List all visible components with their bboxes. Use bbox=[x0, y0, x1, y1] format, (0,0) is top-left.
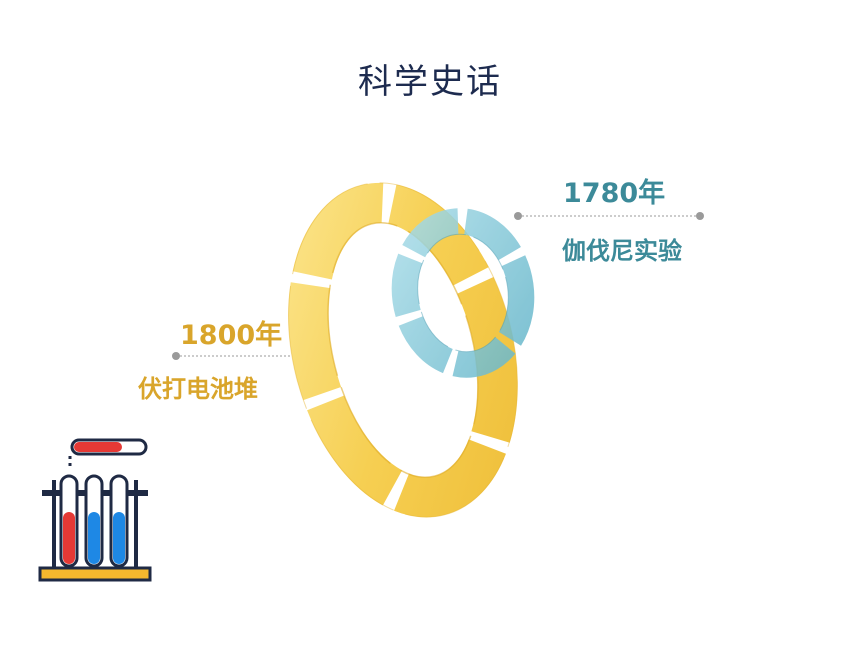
year-label-1800: 1800年 bbox=[180, 320, 283, 351]
event-label-galvani: 伽伐尼实验 bbox=[562, 237, 682, 265]
year-label-1780: 1780年 bbox=[563, 178, 666, 209]
blue-ring-icon bbox=[391, 208, 535, 378]
slide-title: 科学史话 bbox=[358, 62, 502, 102]
event-label-volta: 伏打电池堆 bbox=[138, 375, 258, 403]
test-tube-rack-icon bbox=[38, 438, 152, 582]
connector-1780 bbox=[514, 212, 704, 220]
